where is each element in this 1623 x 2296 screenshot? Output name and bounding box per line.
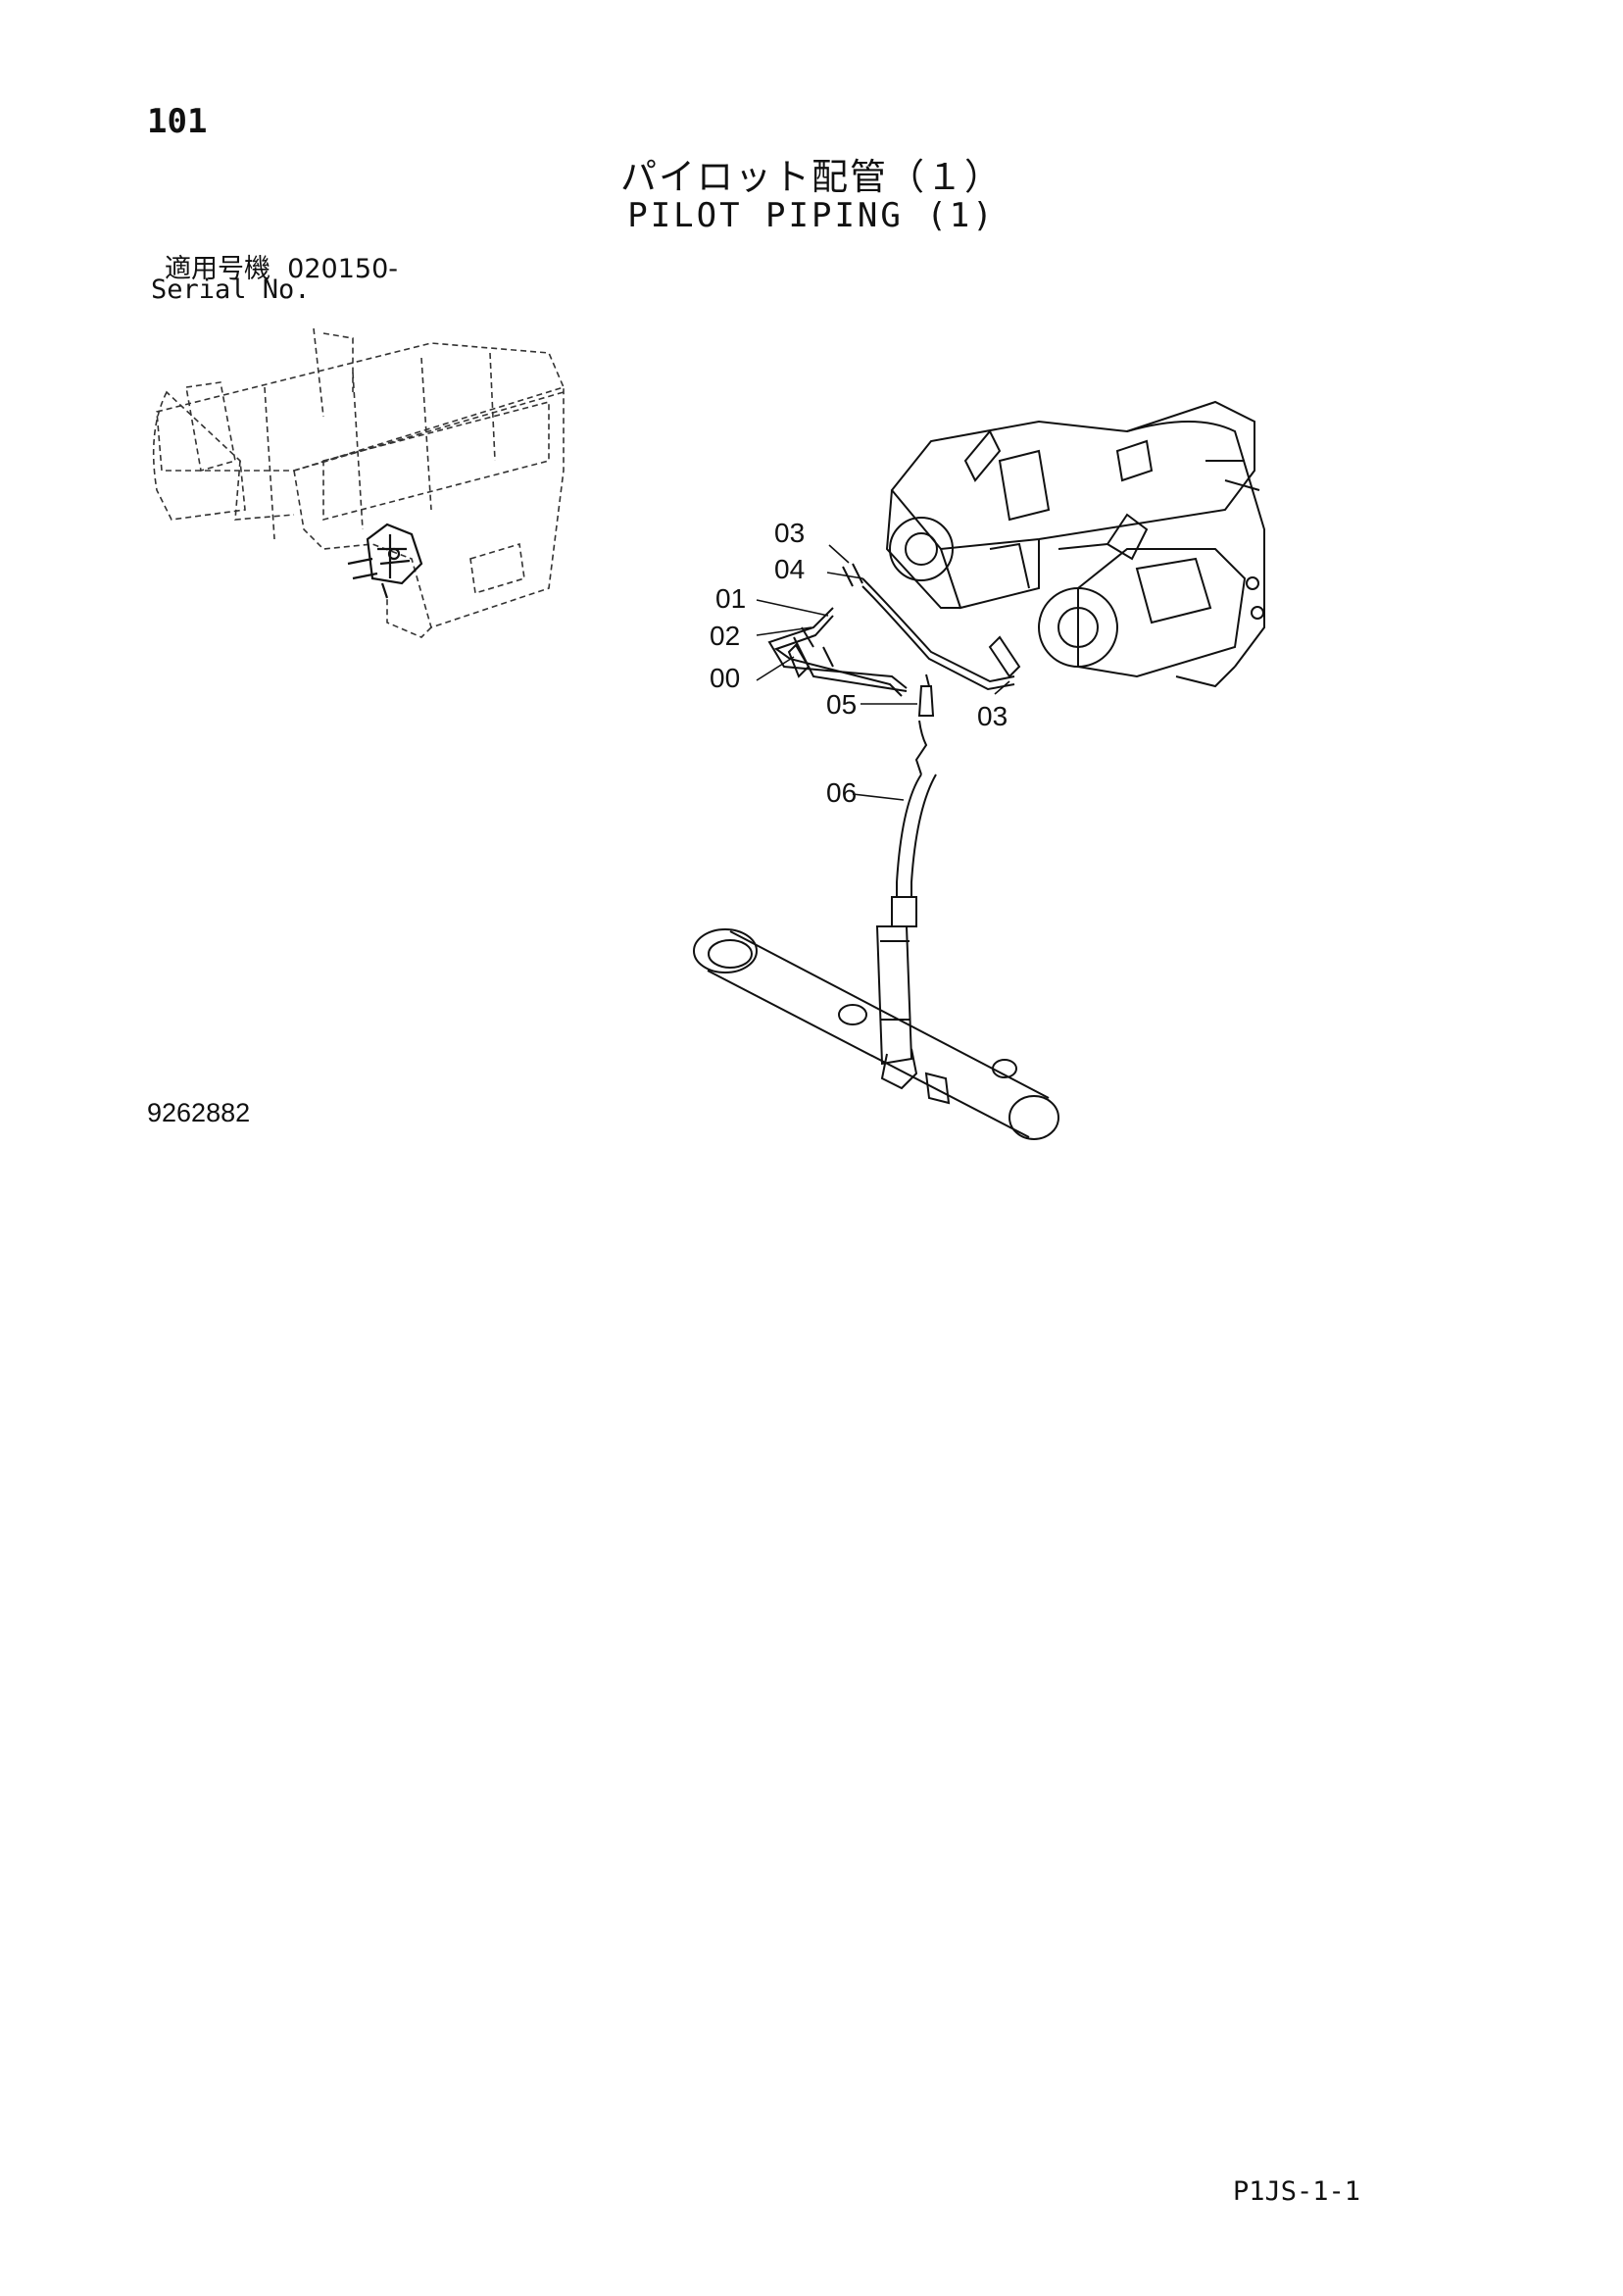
callout-label: 06 — [826, 777, 857, 808]
machine-overview-drawing — [152, 327, 566, 638]
page-number: 101 — [147, 102, 208, 141]
page-reference: P1JS-1-1 — [1233, 2176, 1361, 2207]
callout-label: 05 — [826, 689, 857, 720]
title-japanese: パイロット配管（１） — [620, 156, 1003, 198]
title-english: PILOT PIPING (1) — [627, 196, 996, 235]
callout-label: 00 — [710, 663, 740, 693]
callout-label: 04 — [774, 554, 805, 584]
callouts — [756, 544, 1010, 801]
callout-label: 03 — [774, 518, 805, 548]
pilot-pipe-drawing — [767, 563, 1021, 697]
serial-value: 020150- — [287, 254, 398, 284]
pump-assembly-drawing — [885, 400, 1265, 688]
serial-line-japanese: 適用号機 020150- — [165, 247, 398, 285]
serial-label-japanese: 適用号機 — [165, 254, 270, 284]
callout-label: 02 — [710, 621, 740, 651]
callout-label: 01 — [715, 583, 746, 614]
pilot-hose-drawing — [891, 674, 937, 927]
drawing-number: 9262882 — [147, 1098, 251, 1127]
overview-pump-highlight — [347, 523, 423, 599]
serial-label-english: Serial No. — [151, 275, 311, 305]
callout-label: 03 — [977, 701, 1008, 731]
suction-pipe-drawing — [693, 925, 1059, 1140]
